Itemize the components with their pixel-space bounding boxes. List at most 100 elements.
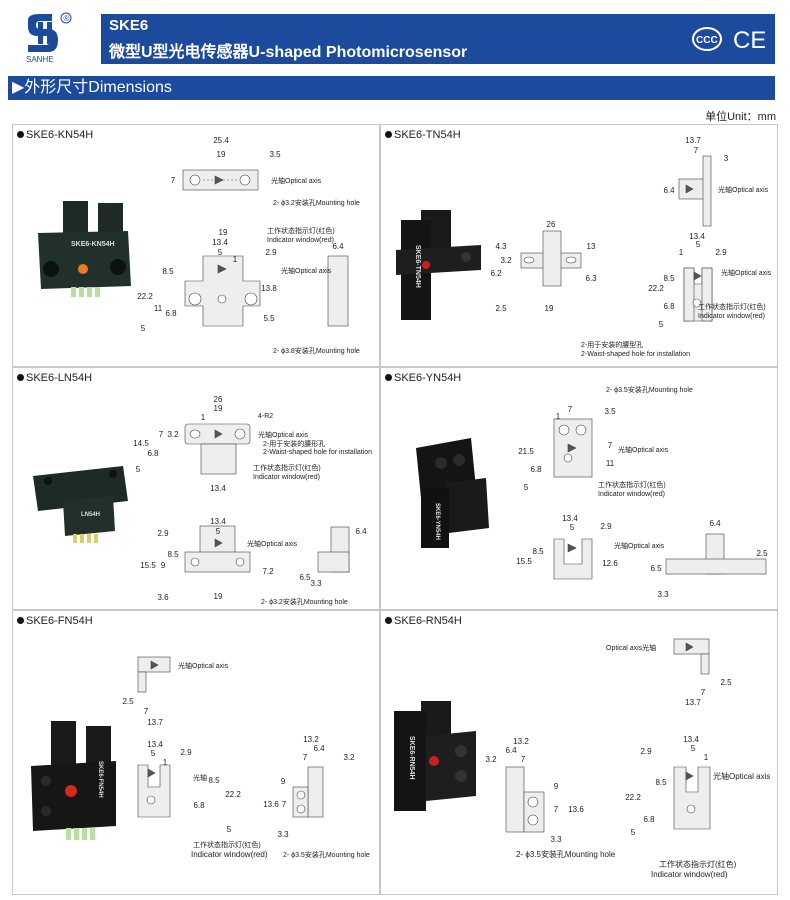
svg-text:7: 7: [694, 146, 699, 155]
svg-text:工作状态指示灯(红色): 工作状态指示灯(红色): [193, 840, 261, 849]
svg-text:SKE6-FN54H: SKE6-FN54H: [97, 761, 103, 798]
product-photo-ln54h: LN54H: [33, 466, 128, 543]
svg-text:6.8: 6.8: [165, 309, 177, 318]
ccc-cert-icon: CCC: [692, 27, 722, 51]
svg-text:8.5: 8.5: [532, 547, 544, 556]
svg-text:1: 1: [556, 412, 561, 421]
svg-text:7: 7: [282, 800, 287, 809]
svg-text:光轴: 光轴: [193, 773, 207, 782]
svg-text:13.4: 13.4: [683, 735, 699, 744]
svg-text:19: 19: [219, 228, 228, 237]
svg-text:Indicator window(red): Indicator window(red): [598, 491, 665, 498]
svg-text:14.5: 14.5: [133, 439, 149, 448]
svg-text:1: 1: [704, 753, 709, 762]
svg-text:3.2: 3.2: [167, 430, 179, 439]
panel-ln54h: SKE6-LN54H LN54H 26 19 1 7 3.2 14.5 6.8 …: [12, 367, 380, 610]
svg-text:6.8: 6.8: [663, 302, 675, 311]
svg-text:5: 5: [570, 523, 575, 532]
svg-text:Indicator window(red): Indicator window(red): [651, 870, 728, 879]
svg-text:1: 1: [679, 248, 684, 257]
svg-text:2.5: 2.5: [122, 697, 134, 706]
bullet-icon: [385, 131, 392, 138]
svg-text:3.3: 3.3: [277, 830, 289, 839]
bullet-icon: [385, 617, 392, 624]
svg-text:13.8: 13.8: [261, 284, 277, 293]
svg-text:6.8: 6.8: [193, 801, 205, 810]
section-title: ▶外形尺寸Dimensions: [8, 76, 775, 100]
svg-text:工作状态指示灯(红色): 工作状态指示灯(红色): [598, 480, 666, 489]
svg-text:2- ϕ3.5安装孔Mounting hole: 2- ϕ3.5安装孔Mounting hole: [283, 850, 370, 859]
drawing-ln54h: 26 19 1 7 3.2 14.5 6.8 5 13.4 13.4 5 2.9…: [133, 395, 372, 606]
svg-text:CE: CE: [733, 27, 765, 52]
svg-text:13.4: 13.4: [689, 232, 705, 241]
svg-text:2.5: 2.5: [720, 678, 732, 687]
svg-text:15.5: 15.5: [140, 561, 156, 570]
svg-text:2-Waist-shaped hole for instal: 2-Waist-shaped hole for installation: [263, 449, 372, 456]
product-photo-yn54h: SKE6-YN54H: [416, 438, 489, 548]
svg-text:13.2: 13.2: [303, 735, 319, 744]
svg-text:8.5: 8.5: [208, 776, 220, 785]
svg-text:22.2: 22.2: [137, 292, 153, 301]
svg-text:2- ϕ3.8安装孔Mounting hole: 2- ϕ3.8安装孔Mounting hole: [273, 346, 360, 355]
svg-text:5: 5: [227, 825, 232, 834]
svg-text:9: 9: [161, 561, 166, 570]
svg-text:6.5: 6.5: [650, 564, 662, 573]
drawing-fn54h: 2.5 7 13.7 13.4 5 1 2.9 8.5 22.2 6.8 5 1…: [122, 656, 370, 859]
panel-fn54h: SKE6-FN54H SKE6-FN54H 2.5 7 13.7 13.4 5 …: [12, 610, 380, 895]
bullet-icon: [17, 617, 24, 624]
svg-text:5: 5: [691, 744, 696, 753]
product-photo-rn54h: SKE6-RN54H: [394, 701, 476, 811]
svg-text:8.5: 8.5: [663, 274, 675, 283]
product-photo-tn54h: SKE6-TN54H: [396, 210, 481, 320]
svg-text:6.8: 6.8: [530, 465, 542, 474]
svg-text:8.5: 8.5: [162, 267, 174, 276]
svg-text:3.2: 3.2: [485, 755, 497, 764]
svg-text:2.9: 2.9: [715, 248, 727, 257]
svg-text:6.5: 6.5: [299, 573, 311, 582]
svg-text:光轴Optical axis: 光轴Optical axis: [713, 771, 770, 781]
svg-text:2-用于安装的腰形孔: 2-用于安装的腰形孔: [263, 439, 325, 448]
svg-text:5: 5: [216, 527, 221, 536]
svg-text:5: 5: [151, 749, 156, 758]
svg-text:2- ϕ3.2安装孔Mounting hole: 2- ϕ3.2安装孔Mounting hole: [261, 597, 348, 606]
svg-text:光轴Optical axis: 光轴Optical axis: [178, 661, 229, 670]
svg-text:2.9: 2.9: [157, 529, 169, 538]
svg-text:3.3: 3.3: [310, 579, 322, 588]
svg-text:2.9: 2.9: [265, 248, 277, 257]
svg-text:7: 7: [303, 753, 308, 762]
svg-text:7: 7: [144, 707, 149, 716]
svg-text:3.5: 3.5: [269, 150, 281, 159]
svg-text:6.3: 6.3: [585, 274, 597, 283]
svg-text:13.7: 13.7: [685, 136, 701, 145]
panel-title: SKE6-FN54H: [17, 615, 93, 627]
svg-text:2.9: 2.9: [180, 748, 192, 757]
panel-title: SKE6-YN54H: [385, 372, 461, 384]
svg-text:8.5: 8.5: [655, 778, 667, 787]
svg-text:工作状态指示灯(红色): 工作状态指示灯(红色): [253, 463, 321, 472]
svg-text:Indicator window(red): Indicator window(red): [267, 237, 334, 244]
svg-text:7: 7: [554, 805, 559, 814]
svg-text:19: 19: [214, 592, 223, 601]
svg-text:Indicator window(red): Indicator window(red): [191, 850, 268, 859]
svg-text:11: 11: [606, 459, 615, 468]
svg-text:13.4: 13.4: [212, 238, 228, 247]
svg-text:12.6: 12.6: [602, 559, 618, 568]
svg-text:5: 5: [696, 240, 701, 249]
svg-text:13.6: 13.6: [263, 800, 279, 809]
product-title: 微型U型光电传感器U-shaped Photomicrosensor: [109, 44, 468, 61]
svg-text:13.7: 13.7: [147, 718, 163, 727]
svg-text:1: 1: [233, 255, 238, 264]
svg-text:1: 1: [201, 413, 206, 422]
drawing-yn54h: 7 1 3.5 21.5 7 11 6.8 5 13.4 5 2.9 8.5 1…: [516, 385, 768, 599]
svg-text:7: 7: [568, 405, 573, 414]
svg-text:19: 19: [214, 404, 223, 413]
bullet-icon: [385, 374, 392, 381]
svg-text:26: 26: [214, 395, 223, 404]
svg-text:SKE6-KN54H: SKE6-KN54H: [71, 241, 115, 248]
svg-text:2.9: 2.9: [600, 522, 612, 531]
svg-text:5: 5: [524, 483, 529, 492]
svg-text:6.4: 6.4: [709, 519, 721, 528]
svg-text:2.9: 2.9: [640, 747, 652, 756]
header-banner: SKE6 微型U型光电传感器U-shaped Photomicrosensor …: [101, 14, 775, 64]
svg-text:13.7: 13.7: [685, 698, 701, 707]
